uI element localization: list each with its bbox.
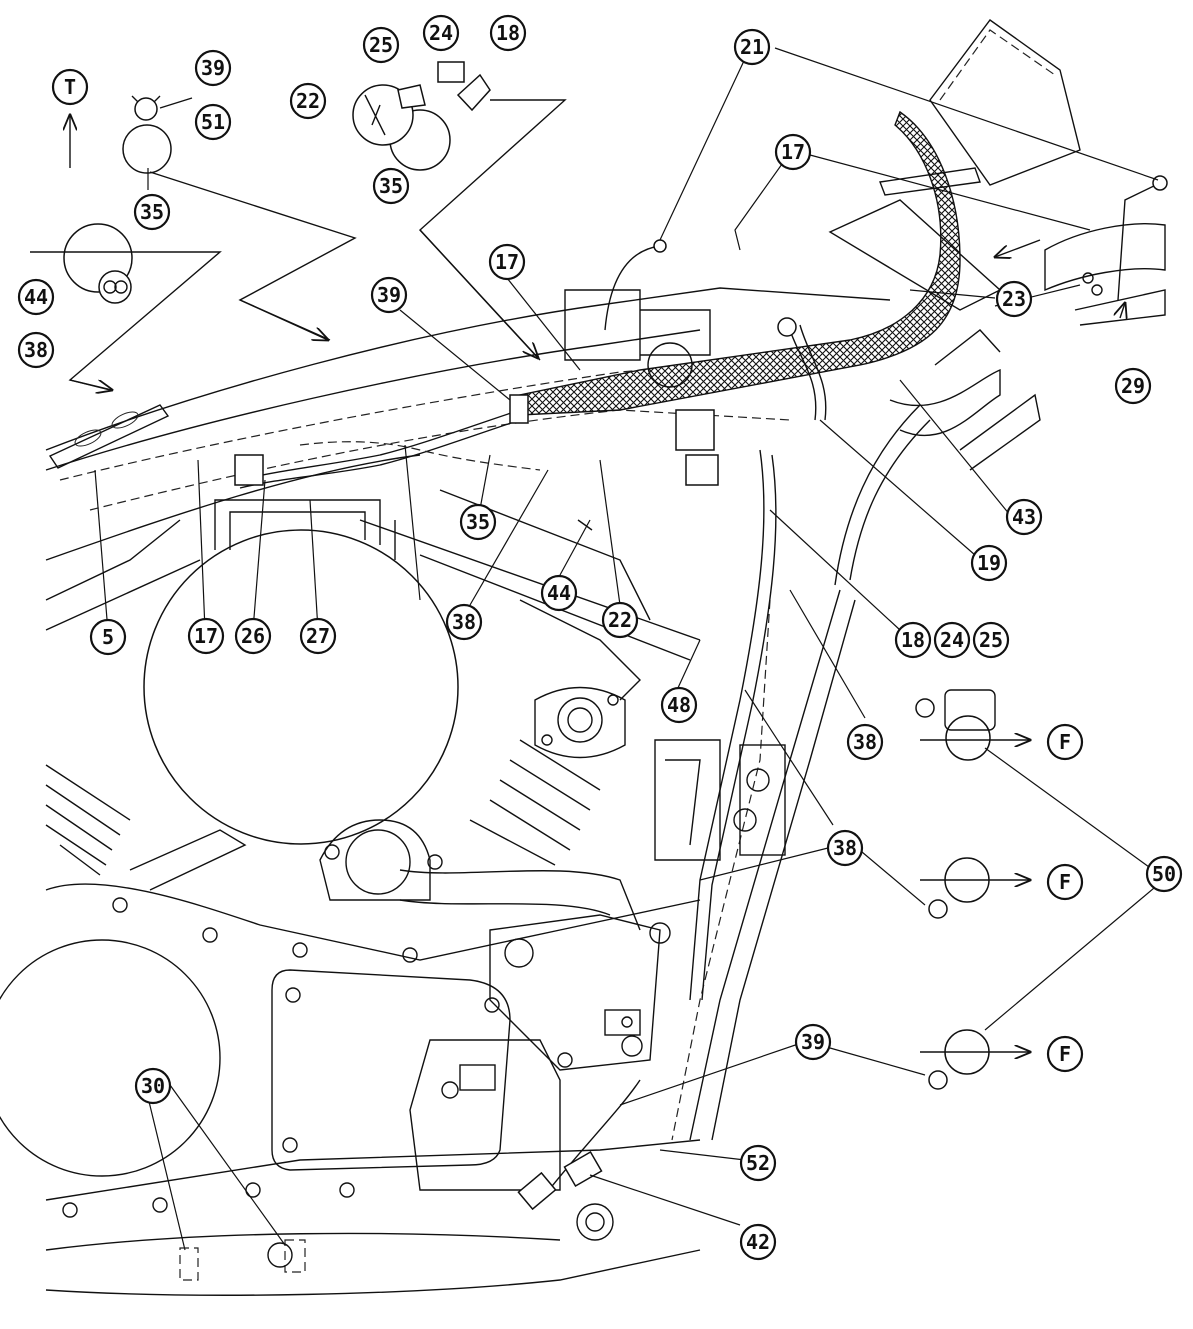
svg-text:48: 48 (667, 693, 691, 717)
callout-39: 39 (794, 1023, 832, 1061)
inset-clamp-top (352, 61, 567, 360)
svg-text:5: 5 (102, 625, 114, 649)
callout-26: 26 (234, 617, 272, 655)
callout-27: 27 (299, 617, 337, 655)
callout-38: 38 (846, 723, 884, 761)
callout-39: 39 (194, 49, 232, 87)
wiring-harness (234, 19, 1168, 1211)
callout-17: 17 (774, 133, 812, 171)
svg-text:44: 44 (547, 581, 571, 605)
inset-clamp-top-left (70, 95, 357, 340)
callout-39: 39 (370, 276, 408, 314)
svg-text:35: 35 (466, 510, 490, 534)
callout-F: F (1046, 863, 1084, 901)
callout-24: 24 (422, 14, 460, 52)
svg-text:35: 35 (140, 200, 164, 224)
callout-24: 24 (933, 621, 971, 659)
callout-18: 18 (489, 14, 527, 52)
callout-25: 25 (972, 621, 1010, 659)
callout-T: T (51, 68, 89, 106)
callout-38: 38 (445, 603, 483, 641)
callout-25: 25 (362, 26, 400, 64)
svg-text:29: 29 (1121, 374, 1145, 398)
callout-18: 18 (894, 621, 932, 659)
callout-23: 23 (995, 280, 1033, 318)
callout-43: 43 (1005, 498, 1043, 536)
case-bolts (62, 844, 573, 1218)
callout-F: F (1046, 1035, 1084, 1073)
svg-text:30: 30 (141, 1074, 165, 1098)
callout-38: 38 (826, 829, 864, 867)
callout-44: 44 (540, 574, 578, 612)
engine-drawing (0, 287, 931, 1296)
svg-text:26: 26 (241, 624, 265, 648)
callout-35: 35 (372, 167, 410, 205)
svg-text:24: 24 (940, 628, 964, 652)
callout-19: 19 (970, 544, 1008, 582)
callout-22: 22 (289, 82, 327, 120)
callout-22: 22 (601, 601, 639, 639)
callout-44: 44 (17, 278, 55, 316)
callout-42: 42 (739, 1223, 777, 1261)
svg-text:18: 18 (496, 21, 520, 45)
svg-text:50: 50 (1152, 862, 1176, 886)
svg-text:18: 18 (901, 628, 925, 652)
svg-text:35: 35 (379, 174, 403, 198)
svg-text:39: 39 (801, 1030, 825, 1054)
svg-text:19: 19 (977, 551, 1001, 575)
callout-35: 35 (133, 193, 171, 231)
svg-text:38: 38 (24, 338, 48, 362)
callout-5: 5 (89, 618, 127, 656)
svg-text:44: 44 (24, 285, 48, 309)
callout-F: F (1046, 723, 1084, 761)
svg-text:22: 22 (608, 608, 632, 632)
svg-text:F: F (1059, 870, 1071, 894)
svg-text:38: 38 (452, 610, 476, 634)
inset-clamps-right (915, 689, 1030, 1090)
svg-text:23: 23 (1002, 287, 1026, 311)
svg-text:F: F (1059, 730, 1071, 754)
callout-bubbles: 39 51 T 35 44 38 22 25 24 18 35 21 17 17… (17, 14, 1183, 1261)
callout-35: 35 (459, 503, 497, 541)
svg-text:25: 25 (369, 33, 393, 57)
svg-text:T: T (64, 75, 76, 99)
svg-text:38: 38 (853, 730, 877, 754)
callout-21: 21 (733, 28, 771, 66)
svg-text:17: 17 (194, 624, 218, 648)
leader-lines (94, 47, 1161, 1251)
callout-17: 17 (488, 243, 526, 281)
svg-text:22: 22 (296, 89, 320, 113)
svg-text:39: 39 (377, 283, 401, 307)
svg-text:38: 38 (833, 836, 857, 860)
inset-clamp-left (30, 223, 222, 390)
svg-text:43: 43 (1012, 505, 1036, 529)
svg-text:27: 27 (306, 624, 330, 648)
svg-text:42: 42 (746, 1230, 770, 1254)
callout-38: 38 (17, 331, 55, 369)
svg-text:39: 39 (201, 56, 225, 80)
callout-17: 17 (187, 617, 225, 655)
svg-text:51: 51 (201, 110, 225, 134)
callout-29: 29 (1114, 367, 1152, 405)
callout-48: 48 (660, 686, 698, 724)
callout-51: 51 (194, 103, 232, 141)
svg-text:17: 17 (781, 140, 805, 164)
svg-text:17: 17 (495, 250, 519, 274)
callout-30: 30 (134, 1067, 172, 1105)
svg-text:F: F (1059, 1042, 1071, 1066)
svg-text:52: 52 (746, 1151, 770, 1175)
svg-text:25: 25 (979, 628, 1003, 652)
callout-50: 50 (1145, 855, 1183, 893)
svg-text:24: 24 (429, 21, 453, 45)
svg-text:21: 21 (740, 35, 764, 59)
callout-52: 52 (739, 1144, 777, 1182)
